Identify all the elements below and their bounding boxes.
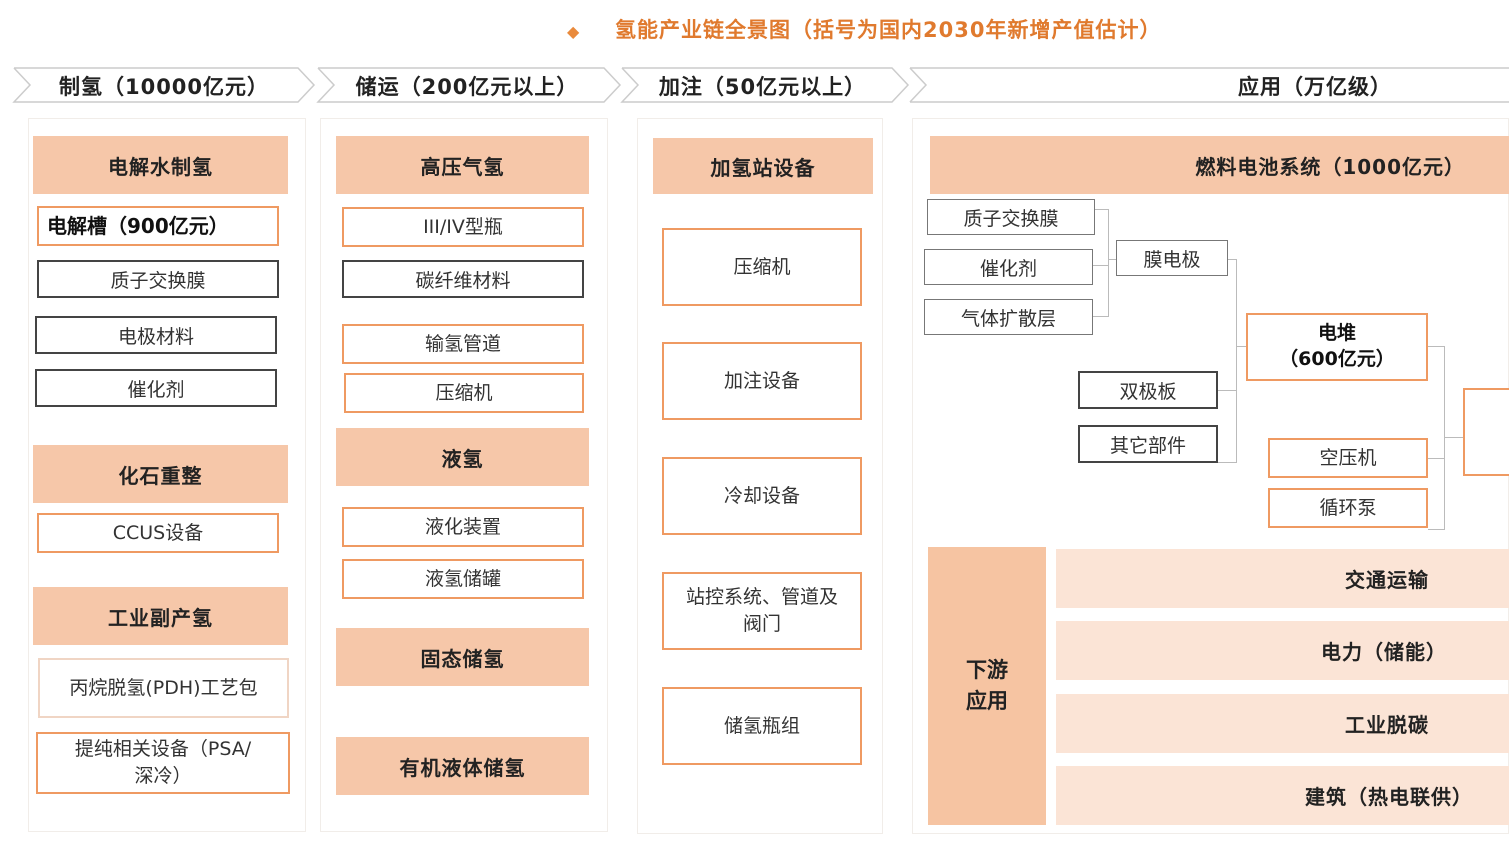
- downstream-label-2: 应用: [966, 689, 1008, 713]
- connector-line: [1218, 462, 1236, 463]
- gdl-box: 气体扩散层: [924, 299, 1093, 335]
- stack-value: （600亿元）: [1279, 348, 1395, 370]
- connector-line: [1108, 259, 1116, 260]
- stage-arrows: [12, 67, 1509, 103]
- fc-catalyst-box: 催化剂: [924, 249, 1093, 285]
- ccus-box: CCUS设备: [37, 513, 279, 553]
- high-pressure-header: 高压气氢: [336, 136, 589, 194]
- industrial-header: 工业副产氢: [33, 587, 288, 645]
- downstream-label-1: 下游: [966, 657, 1008, 682]
- mea-box: 膜电极: [1116, 240, 1228, 276]
- fuel-cell-header: 燃料电池系统（1000亿元）: [930, 136, 1509, 194]
- connector-line: [1093, 265, 1108, 266]
- connector-line: [1444, 346, 1445, 530]
- connector-line: [1428, 346, 1444, 347]
- lh2-tank-box: 液氢储罐: [342, 559, 584, 599]
- organic-storage-header: 有机液体储氢: [336, 737, 589, 795]
- connector-line: [1444, 437, 1464, 438]
- fuel-cell-system-box: [1463, 388, 1509, 476]
- refuel-compressor-box: 压缩机: [662, 228, 862, 306]
- carbon-fiber-box: 碳纤维材料: [342, 260, 584, 298]
- fc-pem-box: 质子交换膜: [927, 199, 1095, 235]
- dispenser-box: 加注设备: [662, 342, 862, 420]
- use-building-chp: 建筑（热电联供）: [1056, 766, 1509, 825]
- use-industrial-decarbonization: 工业脱碳: [1056, 694, 1509, 753]
- stack-label: 电堆: [1317, 322, 1356, 345]
- stage-refueling: 加注（50亿元以上）: [658, 75, 867, 99]
- storage-compressor-box: 压缩机: [344, 373, 584, 413]
- cooling-box: 冷却设备: [662, 457, 862, 535]
- liquid-header: 液氢: [336, 428, 589, 486]
- connector-line: [1228, 259, 1236, 260]
- tank-box: III/IV型瓶: [342, 207, 584, 247]
- connector-line: [1093, 316, 1108, 317]
- refueling-header: 加氢站设备: [653, 138, 873, 194]
- electrolysis-header: 电解水制氢: [33, 136, 288, 194]
- station-control-box: 站控系统、管道及阀门: [662, 572, 862, 650]
- stack-box: 电堆 （600亿元）: [1246, 313, 1428, 381]
- other-parts-box: 其它部件: [1078, 425, 1218, 463]
- solid-storage-header: 固态储氢: [336, 628, 589, 686]
- air-compressor-box: 空压机: [1268, 438, 1428, 478]
- use-transport: 交通运输: [1056, 549, 1509, 608]
- connector-line: [1095, 209, 1109, 210]
- stage-application: 应用（万亿级）: [1238, 75, 1392, 99]
- pem-box: 质子交换膜: [37, 260, 279, 298]
- catalyst-box: 催化剂: [35, 369, 277, 407]
- pipeline-box: 输氢管道: [342, 324, 584, 364]
- psa-box: 提纯相关设备（PSA/深冷）: [36, 732, 290, 794]
- bipolar-plate-box: 双极板: [1078, 371, 1218, 409]
- fossil-header: 化石重整: [33, 445, 288, 503]
- connector-line: [1236, 259, 1237, 463]
- electrode-material-box: 电极材料: [35, 316, 277, 354]
- pdh-box: 丙烷脱氢(PDH)工艺包: [38, 658, 289, 718]
- circulation-pump-box: 循环泵: [1268, 488, 1428, 528]
- electrolyzer-box: 电解槽（900亿元）: [37, 206, 279, 246]
- connector-line: [1218, 390, 1236, 391]
- downstream-header: 下游 应用: [928, 547, 1046, 825]
- page-title: 氢能产业链全景图（括号为国内2030年新增产值估计）: [615, 18, 1162, 42]
- connector-line: [1236, 346, 1246, 347]
- stage-storage: 储运（200亿元以上）: [355, 75, 579, 99]
- use-power-storage: 电力（储能）: [1056, 621, 1509, 680]
- connector-line: [1428, 458, 1444, 459]
- stage-production: 制氢（10000亿元）: [58, 75, 270, 99]
- connector-line: [1108, 209, 1109, 317]
- title-diamond-icon: ◆: [567, 22, 580, 41]
- connector-line: [1428, 529, 1444, 530]
- storage-cylinder-box: 储氢瓶组: [662, 687, 862, 765]
- liquefier-box: 液化装置: [342, 507, 584, 547]
